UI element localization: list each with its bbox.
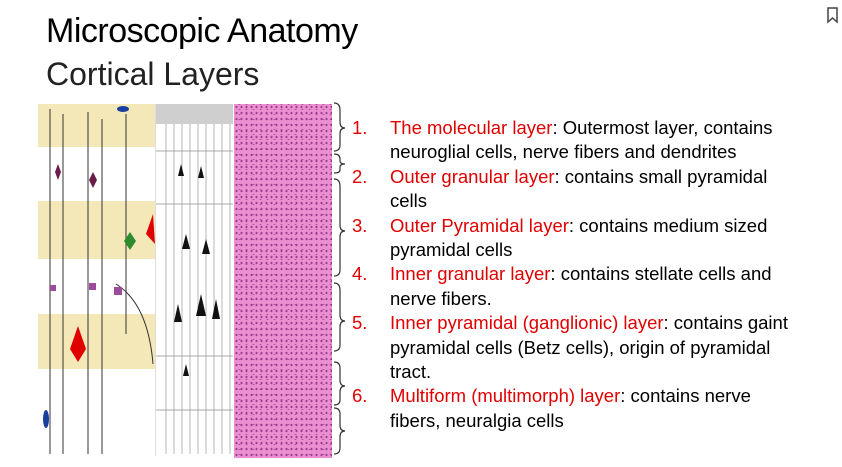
layer-number: 2. [352,165,368,187]
layer-number: 1. [352,117,368,138]
layer-description: : contains medium sized pyramidal cells [390,214,768,261]
layer-term: Outer granular layer [390,165,555,187]
layer-term: Outer Pyramidal layer [390,214,569,236]
neuron-illustration [43,106,155,454]
layer-description: : contains nerve fibers, neuralgia cells [390,385,751,431]
layer-term: Multiform (multimorph) layer [390,385,621,407]
layer-description: : contains gaint pyramidal cells (Betz c… [390,312,788,383]
bookmark-icon[interactable] [826,6,840,24]
slide-title: Microscopic Anatomy [46,12,358,50]
layer-number: 4. [352,263,368,285]
layer-term: Inner granular layer [390,263,551,285]
layer-description: : Outermost layer, contains neuroglial c… [390,117,773,163]
layer-item-3: 3. Outer Pyramidal layer: contains medium… [352,214,792,263]
neuron-diagram-panel [38,104,155,456]
histology-slide-panel [234,104,332,458]
layer-braces [333,102,346,455]
layer-term: The molecular layer [390,117,553,138]
golgi-stain-panel [155,104,233,456]
layer-number: 5. [352,312,368,334]
cortex-sketch [156,104,233,454]
layer-description: : contains small pyramidal cells [390,165,768,212]
layer-item-1: 1. The molecular layer: Outermost layer, … [352,116,792,165]
cortical-layers-figure [38,104,332,458]
cortical-layer-list: 1. The molecular layer: Outermost layer, … [352,116,792,433]
layer-number: 6. [352,385,368,407]
layer-item-4: 4. Inner granular layer: contains stellat… [352,262,792,311]
layer-description: : contains stellate cells and nerve fibe… [390,263,772,309]
layer-number: 3. [352,214,368,236]
layer-item-6: 6. Multiform (multimorph) layer: contains… [352,384,792,433]
layer-item-5: 5. Inner pyramidal (ganglionic) layer: co… [352,311,792,384]
slide-subtitle: Cortical Layers [46,56,260,92]
layer-term: Inner pyramidal (ganglionic) layer [390,312,664,334]
layer-item-2: 2. Outer granular layer: contains small p… [352,165,792,214]
